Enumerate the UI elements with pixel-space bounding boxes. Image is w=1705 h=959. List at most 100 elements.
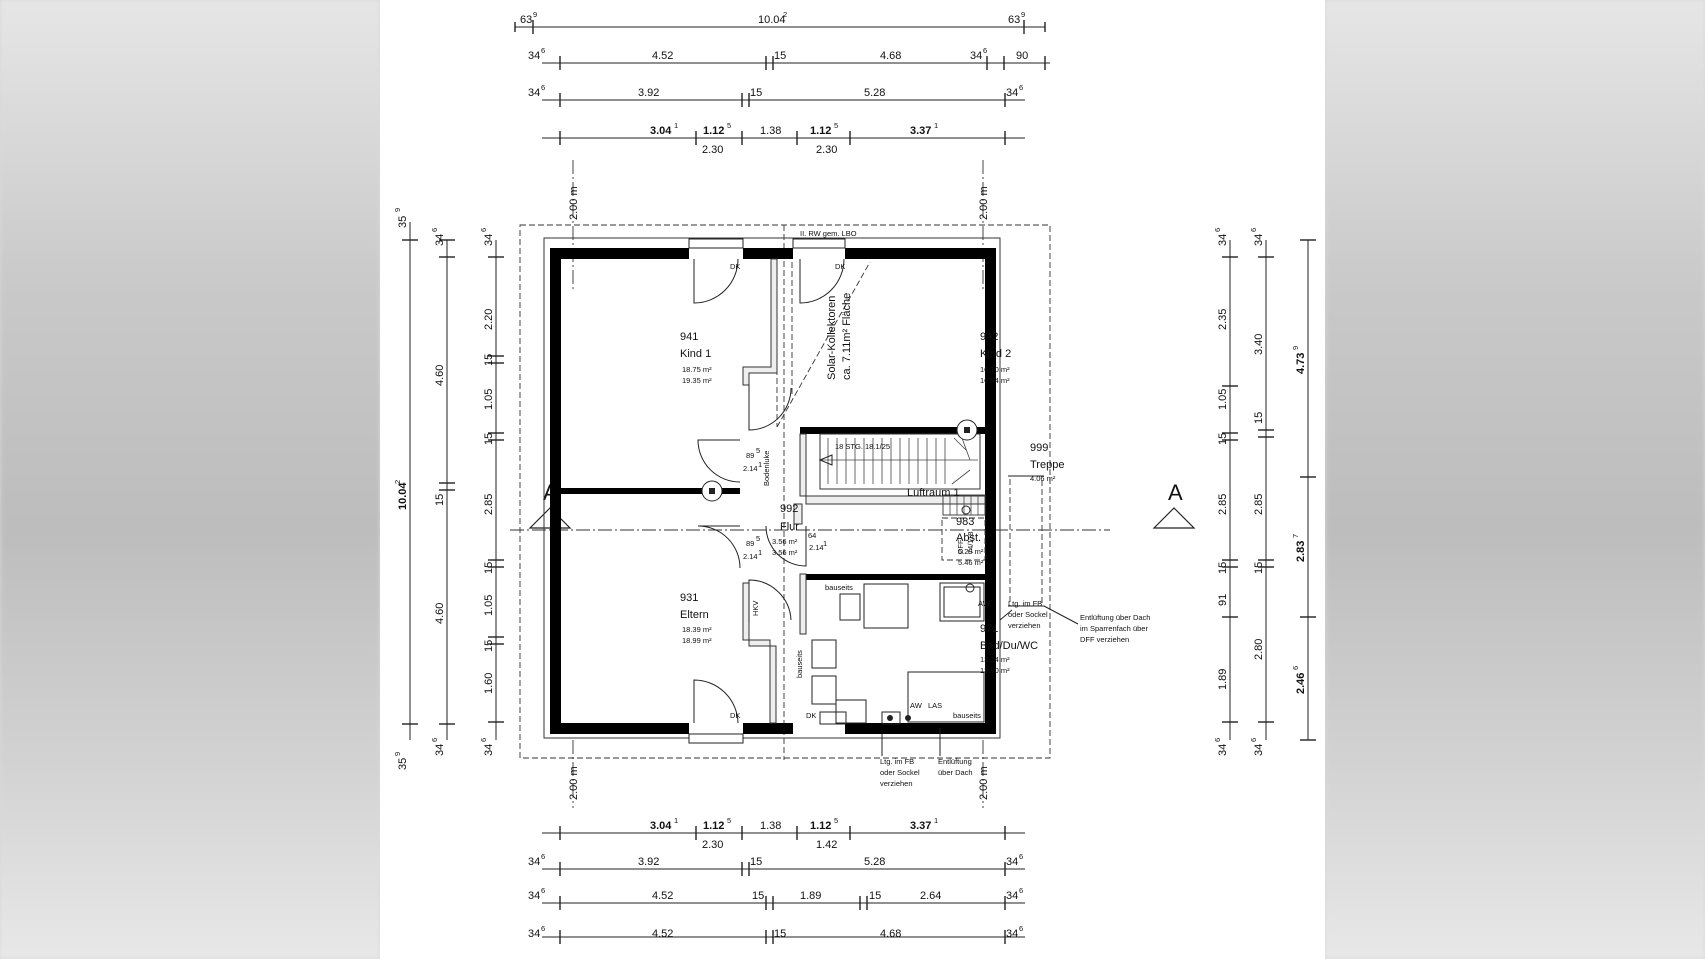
dim-right1-c: 1.05	[1217, 389, 1229, 410]
dim-right1-d: 15	[1217, 433, 1229, 445]
dim-bot3-g-sup: 6	[1019, 886, 1023, 895]
dim-top2-e: 34	[970, 50, 982, 62]
room-kind2-area1: 16.10 m²	[980, 365, 1010, 374]
room-treppe-area1: 4.06 m²	[1030, 474, 1056, 483]
room-abst-area1: 5.29 m²	[958, 547, 984, 556]
dim-left2-d: 4.60	[434, 603, 446, 624]
dim-right3-b: 2.83	[1295, 541, 1307, 562]
dim-left1-a-sup: 9	[393, 208, 402, 212]
background-left	[0, 0, 380, 959]
dim-bot3-g: 34	[1006, 890, 1018, 902]
exterior-walls	[543, 237, 1001, 739]
dim-bot1-b: 1.12	[703, 820, 724, 832]
dim-bot3-c: 15	[752, 890, 764, 902]
top-dimension-chains: 63 9 10.04 2 63 9 34 6 4.52 15 4.68 34 6…	[514, 10, 1050, 156]
dim-left2-a-sup: 6	[430, 228, 439, 232]
note-fb-b2: oder Sockel	[880, 768, 920, 777]
dim-top2-e-sup: 6	[983, 46, 987, 55]
dim-left3-d: 1.05	[483, 389, 495, 410]
dim-bot4-d: 4.68	[880, 928, 901, 940]
background-right	[1325, 0, 1705, 959]
dim-left3-h: 1.05	[483, 595, 495, 616]
room-eltern-number: 931	[680, 592, 698, 604]
dim-left3-k: 34	[483, 744, 495, 756]
dim-bot1-a: 3.04	[650, 820, 672, 832]
door-height-2: 2.14	[743, 552, 758, 561]
dim-top3-e: 34	[1006, 87, 1018, 99]
stairs-label: 18 STG. 18.1/25	[835, 442, 890, 451]
notes: Ltg. im FB oder Sockel verziehen Entlüft…	[880, 599, 1150, 788]
dim-right2-g-sup: 6	[1249, 738, 1258, 742]
door-size-2-sup: 5	[756, 534, 760, 543]
dff-size-label: 74/118	[966, 532, 975, 554]
dim-right2-c: 15	[1253, 412, 1265, 424]
door-height-2-sup: 1	[758, 548, 762, 557]
door-height-3-sup: 1	[823, 539, 827, 548]
ceiling-lights	[701, 419, 978, 502]
dim-right3-c: 2.46	[1295, 673, 1307, 694]
dim-left3-a-sup: 6	[479, 228, 488, 232]
dim-left1-b: 10.04	[397, 482, 409, 510]
dim-left3-b: 2.20	[483, 309, 495, 330]
dim-right3-c-sup: 6	[1291, 666, 1300, 670]
dim-top4-a-sup: 1	[674, 121, 678, 130]
dim-bot2-e-sup: 6	[1019, 852, 1023, 861]
dim-right1-h: 1.89	[1217, 669, 1229, 690]
dim-left2-a: 34	[434, 234, 446, 246]
dim-bot4-e: 34	[1006, 928, 1018, 940]
room-kind2: 942 Kind 2 16.10 m² 16.54 m²	[980, 331, 1011, 385]
setback-top-left: 2.00 m	[568, 186, 580, 220]
dk-label-top-right: DK	[835, 262, 845, 271]
dim-bot2-a: 34	[528, 856, 540, 868]
dim-top1-b: 10.04	[758, 14, 786, 26]
door-size-1: 89	[746, 451, 754, 460]
door-height-1-sup: 1	[758, 460, 762, 469]
solar-collectors: Solar-Kollektoren ca. 7.11m² Fläche II. …	[776, 229, 871, 428]
room-kind1-area2: 19.35 m²	[682, 376, 712, 385]
room-bad-number: 971	[980, 623, 998, 635]
section-marker-right: A	[1152, 480, 1196, 529]
bathroom-fixtures: bauseits bauseits bauseits AW AW LAS DK …	[751, 451, 991, 725]
solar-label-1: Solar-Kollektoren	[826, 296, 838, 380]
room-kind2-number: 942	[980, 331, 998, 343]
rw-label: II. RW gem. LBO	[800, 229, 857, 238]
bauseits-label-side: bauseits	[795, 650, 804, 678]
room-flur-area1: 3.56 m²	[772, 537, 798, 546]
dim-right2-g: 34	[1253, 744, 1265, 756]
room-kind1-name: Kind 1	[680, 348, 711, 360]
note-fb-1: Ltg. im FB	[1008, 599, 1042, 608]
las-label: LAS	[928, 701, 942, 710]
dk-label-bath: DK	[806, 711, 816, 720]
room-kind2-area2: 16.54 m²	[980, 376, 1010, 385]
room-treppe-number: 999	[1030, 442, 1048, 454]
dim-top3-c: 15	[750, 87, 762, 99]
dim-right1-i-sup: 6	[1213, 738, 1222, 742]
room-eltern: 931 Eltern 18.39 m² 18.99 m²	[680, 592, 712, 645]
dim-bot3-a-sup: 6	[541, 886, 545, 895]
dim-bot2-e: 34	[1006, 856, 1018, 868]
dim-left3-f: 2.85	[483, 494, 495, 515]
note-fb-b1: Ltg. im FB	[880, 757, 914, 766]
bottom-dimension-chains: 3.04 1 1.12 5 1.38 1.12 5 3.37 1 2.30 1.…	[528, 816, 1025, 944]
dim-right1-b: 2.35	[1217, 309, 1229, 330]
room-eltern-area2: 18.99 m²	[682, 636, 712, 645]
dim-right1-e: 2.85	[1217, 494, 1229, 515]
dim-right2-d: 2.85	[1253, 494, 1265, 515]
room-flur-area2: 3.56 m²	[772, 548, 798, 557]
dim-left3-a: 34	[483, 234, 495, 246]
dim-top3-d: 5.28	[864, 87, 885, 99]
room-treppe: 999 Treppe 4.06 m²	[1030, 442, 1064, 483]
dim-top4-g: 2.30	[816, 144, 837, 156]
room-kind2-name: Kind 2	[980, 348, 1011, 360]
room-flur-number: 992	[780, 503, 798, 515]
dim-top1-c-sup: 9	[1021, 10, 1025, 19]
dim-bot1-e: 3.37	[910, 820, 931, 832]
door-height-3: 2.14	[809, 543, 824, 552]
section-label-right: A	[1168, 480, 1183, 505]
dim-bot2-a-sup: 6	[541, 852, 545, 861]
dim-top1-a-sup: 9	[533, 10, 537, 19]
dim-top2-d: 4.68	[880, 50, 901, 62]
dim-top3-a-sup: 6	[541, 83, 545, 92]
note-vent-b1: Entlüftung	[938, 757, 972, 766]
dim-top2-a: 34	[528, 50, 540, 62]
